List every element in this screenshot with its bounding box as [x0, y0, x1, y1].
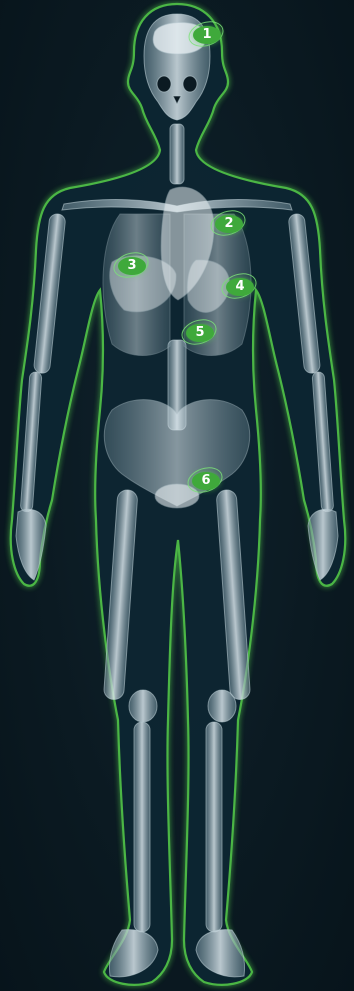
- marker-badge: 2: [215, 215, 243, 233]
- marker-badge: 5: [186, 324, 214, 342]
- marker-5-intestine[interactable]: 5: [181, 320, 219, 346]
- marker-badge: 1: [193, 26, 221, 44]
- marker-3-liver[interactable]: 3: [113, 253, 151, 279]
- marker-badge: 3: [118, 257, 146, 275]
- marker-1-brain[interactable]: 1: [188, 22, 226, 48]
- marker-badge: 6: [192, 472, 220, 490]
- marker-badge: 4: [226, 278, 254, 296]
- marker-2-heart[interactable]: 2: [210, 211, 248, 237]
- marker-4-stomach[interactable]: 4: [221, 274, 259, 300]
- bones: [16, 14, 338, 977]
- marker-6-bladder[interactable]: 6: [187, 468, 225, 494]
